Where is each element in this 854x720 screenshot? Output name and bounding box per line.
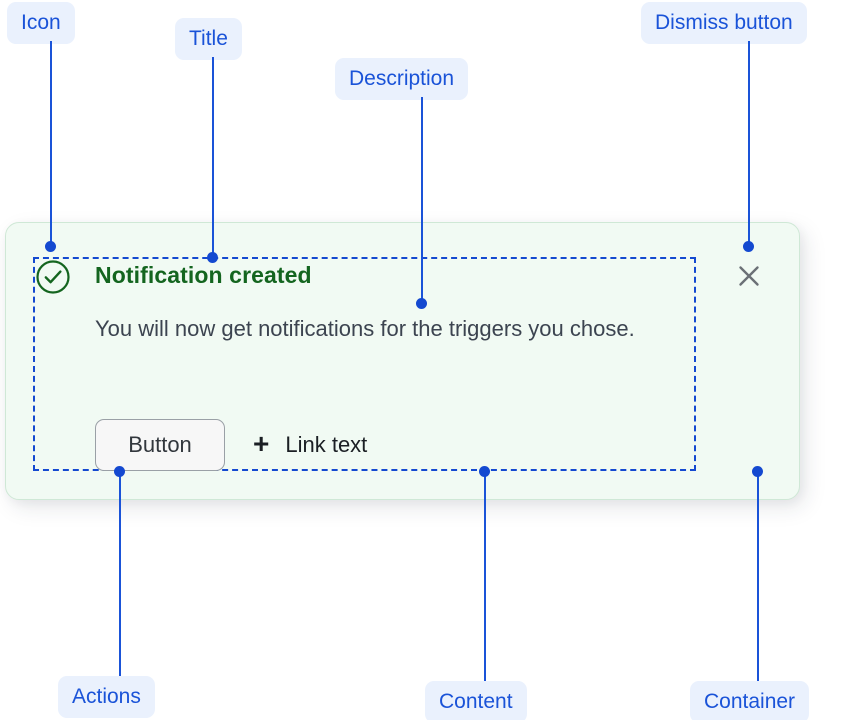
leader-line-content [484,472,486,681]
notification-description: You will now get notifications for the t… [95,316,635,341]
callout-dismiss: Dismiss button [641,2,807,44]
callout-icon: Icon [7,2,75,44]
leader-dot-actions [114,466,125,477]
action-button[interactable]: Button [95,419,225,471]
leader-line-title [212,57,214,257]
link-action[interactable]: + Link text [253,428,368,459]
leader-dot-icon [45,241,56,252]
notification-title: Notification created [95,262,312,288]
leader-dot-description [416,298,427,309]
leader-line-actions [119,472,121,676]
plus-icon: + [253,428,270,459]
callout-title: Title [175,18,242,60]
link-action-label: Link text [285,432,368,457]
callout-description: Description [335,58,469,100]
leader-dot-dismiss [743,241,754,252]
notification-actions: Button + Link text [95,419,367,471]
dismiss-button[interactable] [731,258,767,294]
leader-dot-title [207,252,218,263]
callout-content: Content [425,681,527,720]
leader-line-description [421,97,423,304]
notification-content-region [33,257,696,471]
close-x-icon [739,266,759,286]
callout-container: Container [690,681,810,720]
leader-line-icon [50,41,52,247]
leader-line-container [757,472,759,681]
check-circle-icon [35,259,71,295]
leader-dot-container [752,466,763,477]
leader-dot-content [479,466,490,477]
callout-actions: Actions [58,676,155,718]
leader-line-dismiss [748,41,750,247]
